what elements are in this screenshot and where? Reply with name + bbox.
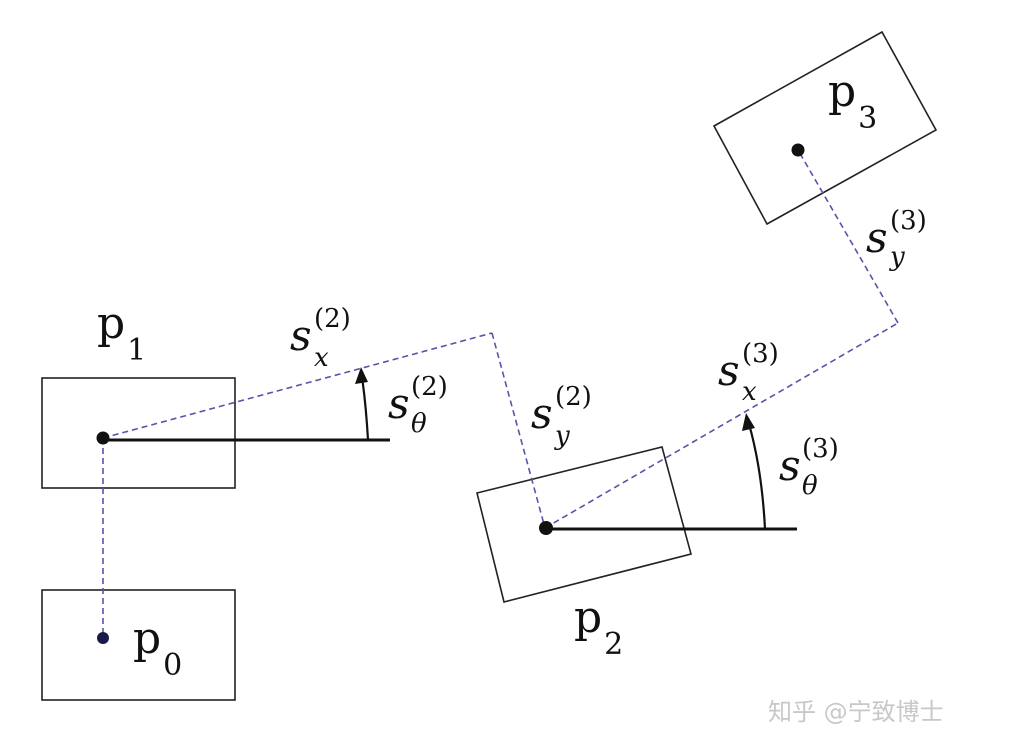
box-p3 [712, 30, 938, 226]
label-p0: p0 [133, 613, 182, 683]
svg-text:θ: θ [802, 471, 818, 501]
watermark: 知乎 @宁致博士 [768, 698, 944, 726]
svg-text:y: y [554, 421, 570, 451]
label-sy2: s (2) y [531, 382, 592, 451]
link-sy2 [491, 332, 546, 529]
point-p1 [96, 431, 110, 445]
svg-text:s: s [531, 389, 553, 438]
arrowhead-theta2 [355, 367, 368, 384]
svg-text:s: s [388, 379, 410, 428]
svg-text:y: y [889, 242, 905, 272]
svg-text:(2): (2) [555, 382, 592, 412]
angle-arc-theta3 [747, 423, 767, 530]
label-st3: s (3) θ [779, 434, 839, 501]
arrowhead-theta3 [742, 413, 755, 431]
link-p1-sx2 [102, 332, 493, 439]
point-p3 [791, 143, 805, 157]
link-p2-sx3 [544, 322, 899, 529]
label-sy3: s (3) y [866, 206, 927, 272]
svg-text:(3): (3) [742, 339, 779, 369]
svg-text:s: s [718, 346, 740, 395]
label-p3: p3 [828, 66, 877, 136]
svg-text:x: x [742, 377, 757, 407]
svg-text:s: s [779, 441, 801, 490]
box-p2 [476, 446, 692, 603]
link-sy3 [797, 149, 899, 324]
svg-text:(3): (3) [802, 434, 839, 464]
label-p1: p1 [97, 298, 146, 368]
svg-text:(2): (2) [411, 372, 448, 402]
svg-text:x: x [314, 343, 329, 373]
box-p0 [41, 589, 236, 701]
box-p1 [41, 377, 236, 489]
point-p0 [97, 632, 109, 644]
dashed-links [102, 149, 899, 638]
svg-text:s: s [866, 213, 888, 262]
svg-text:s: s [290, 311, 312, 360]
angle-arc-theta2 [360, 376, 370, 441]
point-p2 [539, 521, 553, 535]
label-p2: p2 [574, 592, 623, 662]
svg-text:θ: θ [411, 409, 427, 439]
label-sx2: s (2) x [290, 304, 351, 373]
svg-text:(3): (3) [890, 206, 927, 236]
label-st2: s (2) θ [388, 372, 448, 439]
label-sx3: s (3) x [718, 339, 779, 407]
svg-text:(2): (2) [314, 304, 351, 334]
